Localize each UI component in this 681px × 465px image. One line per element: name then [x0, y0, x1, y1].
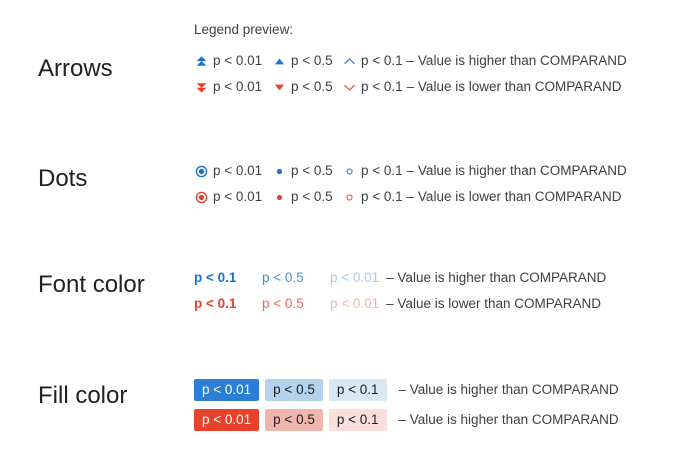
- legend-item-dot-filled-blue[interactable]: p < 0.5: [272, 162, 342, 180]
- fill-chip-red-light[interactable]: p < 0.1: [328, 409, 387, 431]
- fill-chip-red-mid[interactable]: p < 0.5: [265, 409, 323, 431]
- triangle-down-icon: [272, 80, 286, 94]
- p-value-label: p < 0.1: [361, 79, 403, 94]
- legend-preview-title: Legend preview:: [194, 22, 294, 37]
- filled-dot-icon: [272, 164, 286, 178]
- font-sample-blue-mid[interactable]: p < 0.5: [262, 270, 304, 285]
- legend-row-dots-lower: p < 0.01 p < 0.5 p: [194, 184, 664, 210]
- font-sample-red-strong[interactable]: p < 0.1: [194, 296, 237, 311]
- comparand-description: – Value is higher than COMPARAND: [406, 163, 627, 178]
- fill-color-rows: p < 0.01 p < 0.5 p < 0.1 – Value is high…: [194, 375, 664, 435]
- font-sample-red-light[interactable]: p < 0.01: [330, 296, 380, 311]
- legend-item-dot-hollow-blue[interactable]: p < 0.1: [342, 162, 403, 180]
- fill-chip-red-strong[interactable]: p < 0.01: [194, 409, 260, 431]
- p-value-label: p < 0.01: [213, 163, 263, 178]
- legend-row-fill-higher: p < 0.01 p < 0.5 p < 0.1 – Value is high…: [194, 375, 664, 405]
- font-sample-blue-strong[interactable]: p < 0.1: [194, 270, 237, 285]
- section-dots: Dots p < 0.01: [0, 158, 681, 218]
- double-chevron-up-icon: [194, 54, 208, 68]
- chevron-down-icon: [342, 80, 356, 94]
- legend-item-dot-filled-red[interactable]: p < 0.5: [272, 188, 342, 206]
- legend-item-dot-hollow-red[interactable]: p < 0.1: [342, 188, 403, 206]
- p-value-label: p < 0.5: [291, 53, 333, 68]
- section-label-dots: Dots: [38, 165, 88, 192]
- legend-item-arrow-down-double[interactable]: p < 0.01: [194, 78, 272, 96]
- legend-item-arrow-up-chevron[interactable]: p < 0.1: [342, 52, 403, 70]
- p-value-label: p < 0.01: [213, 189, 263, 204]
- comparand-description: – Value is higher than COMPARAND: [398, 412, 619, 427]
- comparand-description: – Value is higher than COMPARAND: [398, 382, 619, 397]
- fill-chip-blue-light[interactable]: p < 0.1: [328, 379, 387, 401]
- p-value-label: p < 0.5: [291, 189, 333, 204]
- legend-row-dots-higher: p < 0.01 p < 0.5 p: [194, 158, 664, 184]
- section-label-arrows: Arrows: [38, 55, 113, 82]
- comparand-description: – Value is lower than COMPARAND: [386, 296, 601, 311]
- p-value-label: p < 0.01: [213, 79, 263, 94]
- p-value-label: p < 0.1: [361, 163, 403, 178]
- dots-rows: p < 0.01 p < 0.5 p: [194, 158, 664, 210]
- section-label-fill-color: Fill color: [38, 382, 128, 409]
- legend-item-arrow-up-triangle[interactable]: p < 0.5: [272, 52, 342, 70]
- comparand-description: – Value is higher than COMPARAND: [386, 270, 607, 285]
- arrows-rows: p < 0.01 p < 0.5 p: [194, 48, 664, 100]
- p-value-label: p < 0.5: [291, 163, 333, 178]
- legend-row-arrows-higher: p < 0.01 p < 0.5 p: [194, 48, 664, 74]
- triangle-up-icon: [272, 54, 286, 68]
- filled-dot-icon: [272, 190, 286, 204]
- fill-chip-blue-strong[interactable]: p < 0.01: [194, 379, 260, 401]
- hollow-dot-icon: [342, 164, 356, 178]
- p-value-label: p < 0.1: [361, 189, 403, 204]
- legend-item-dot-target-blue[interactable]: p < 0.01: [194, 162, 272, 180]
- section-arrows: Arrows p < 0.01: [0, 48, 681, 108]
- comparand-description: – Value is higher than COMPARAND: [406, 53, 627, 68]
- legend-row-fill-lower: p < 0.01 p < 0.5 p < 0.1 – Value is high…: [194, 405, 664, 435]
- legend-row-arrows-lower: p < 0.01 p < 0.5 p: [194, 74, 664, 100]
- target-dot-icon: [194, 190, 208, 204]
- target-dot-icon: [194, 164, 208, 178]
- p-value-label: p < 0.01: [213, 53, 263, 68]
- legend-row-font-higher: p < 0.1 p < 0.5 p < 0.01 – Value is high…: [194, 265, 664, 291]
- hollow-dot-icon: [342, 190, 356, 204]
- fill-chip-blue-mid[interactable]: p < 0.5: [265, 379, 323, 401]
- legend-item-arrow-up-double[interactable]: p < 0.01: [194, 52, 272, 70]
- legend-item-dot-target-red[interactable]: p < 0.01: [194, 188, 272, 206]
- chevron-up-icon: [342, 54, 356, 68]
- font-sample-red-mid[interactable]: p < 0.5: [262, 296, 304, 311]
- font-sample-blue-light[interactable]: p < 0.01: [330, 270, 380, 285]
- legend-item-arrow-down-triangle[interactable]: p < 0.5: [272, 78, 342, 96]
- legend-item-arrow-down-chevron[interactable]: p < 0.1: [342, 78, 403, 96]
- legend-row-font-lower: p < 0.1 p < 0.5 p < 0.01 – Value is lowe…: [194, 291, 664, 317]
- p-value-label: p < 0.1: [361, 53, 403, 68]
- double-chevron-down-icon: [194, 80, 208, 94]
- section-fill-color: Fill color p < 0.01 p < 0.5 p < 0.1 – Va…: [0, 375, 681, 437]
- comparand-description: – Value is lower than COMPARAND: [406, 79, 622, 94]
- p-value-label: p < 0.5: [291, 79, 333, 94]
- comparand-description: – Value is lower than COMPARAND: [406, 189, 622, 204]
- font-color-rows: p < 0.1 p < 0.5 p < 0.01 – Value is high…: [194, 265, 664, 317]
- section-font-color: Font color p < 0.1 p < 0.5 p < 0.01 – Va…: [0, 265, 681, 325]
- section-label-font-color: Font color: [38, 271, 145, 298]
